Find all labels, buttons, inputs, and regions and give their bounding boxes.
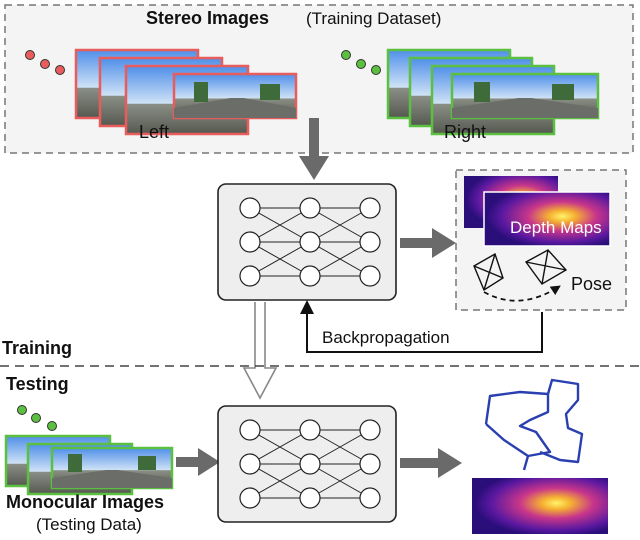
backpropagation-label: Backpropagation	[322, 328, 450, 347]
pose-label: Pose	[571, 274, 613, 294]
monocular-ellipsis-dots	[17, 405, 57, 431]
left-ellipsis-dots	[25, 50, 65, 75]
stereo-subtitle: (Training Dataset)	[306, 9, 442, 28]
stereo-title: Stereo Images	[146, 8, 270, 28]
trajectory-icon	[484, 378, 584, 471]
depth-maps-label: Depth Maps	[510, 218, 602, 237]
testing-section-label: Testing	[6, 374, 69, 394]
pose-trajectory-arrow	[483, 285, 561, 302]
monocular-subtitle: (Testing Data)	[36, 515, 142, 534]
mono-to-network-arrow	[176, 448, 220, 476]
network-to-outputs-arrow	[400, 228, 456, 258]
left-image-stack	[74, 48, 298, 136]
right-ellipsis-dots	[341, 50, 381, 75]
left-label: Left	[139, 122, 170, 142]
depth-map-front	[483, 191, 611, 247]
testing-network	[217, 405, 397, 523]
camera-frustum-icon	[473, 252, 504, 292]
test-network-to-outputs-arrow	[400, 448, 462, 478]
neural-network-icon	[239, 419, 381, 509]
right-image-stack	[386, 48, 600, 136]
dataset-to-network-arrow	[299, 118, 329, 180]
monocular-title: Monocular Images	[6, 492, 165, 512]
training-section-label: Training	[2, 338, 73, 358]
right-label: Right	[444, 122, 487, 142]
neural-network-icon	[239, 197, 381, 287]
camera-frustum-icon	[524, 249, 568, 285]
backpropagation-arrow	[300, 300, 543, 353]
monocular-image-stack	[4, 434, 174, 496]
test-depth-map	[472, 478, 608, 534]
training-network	[217, 183, 397, 301]
training-to-testing-arrow	[242, 302, 278, 400]
